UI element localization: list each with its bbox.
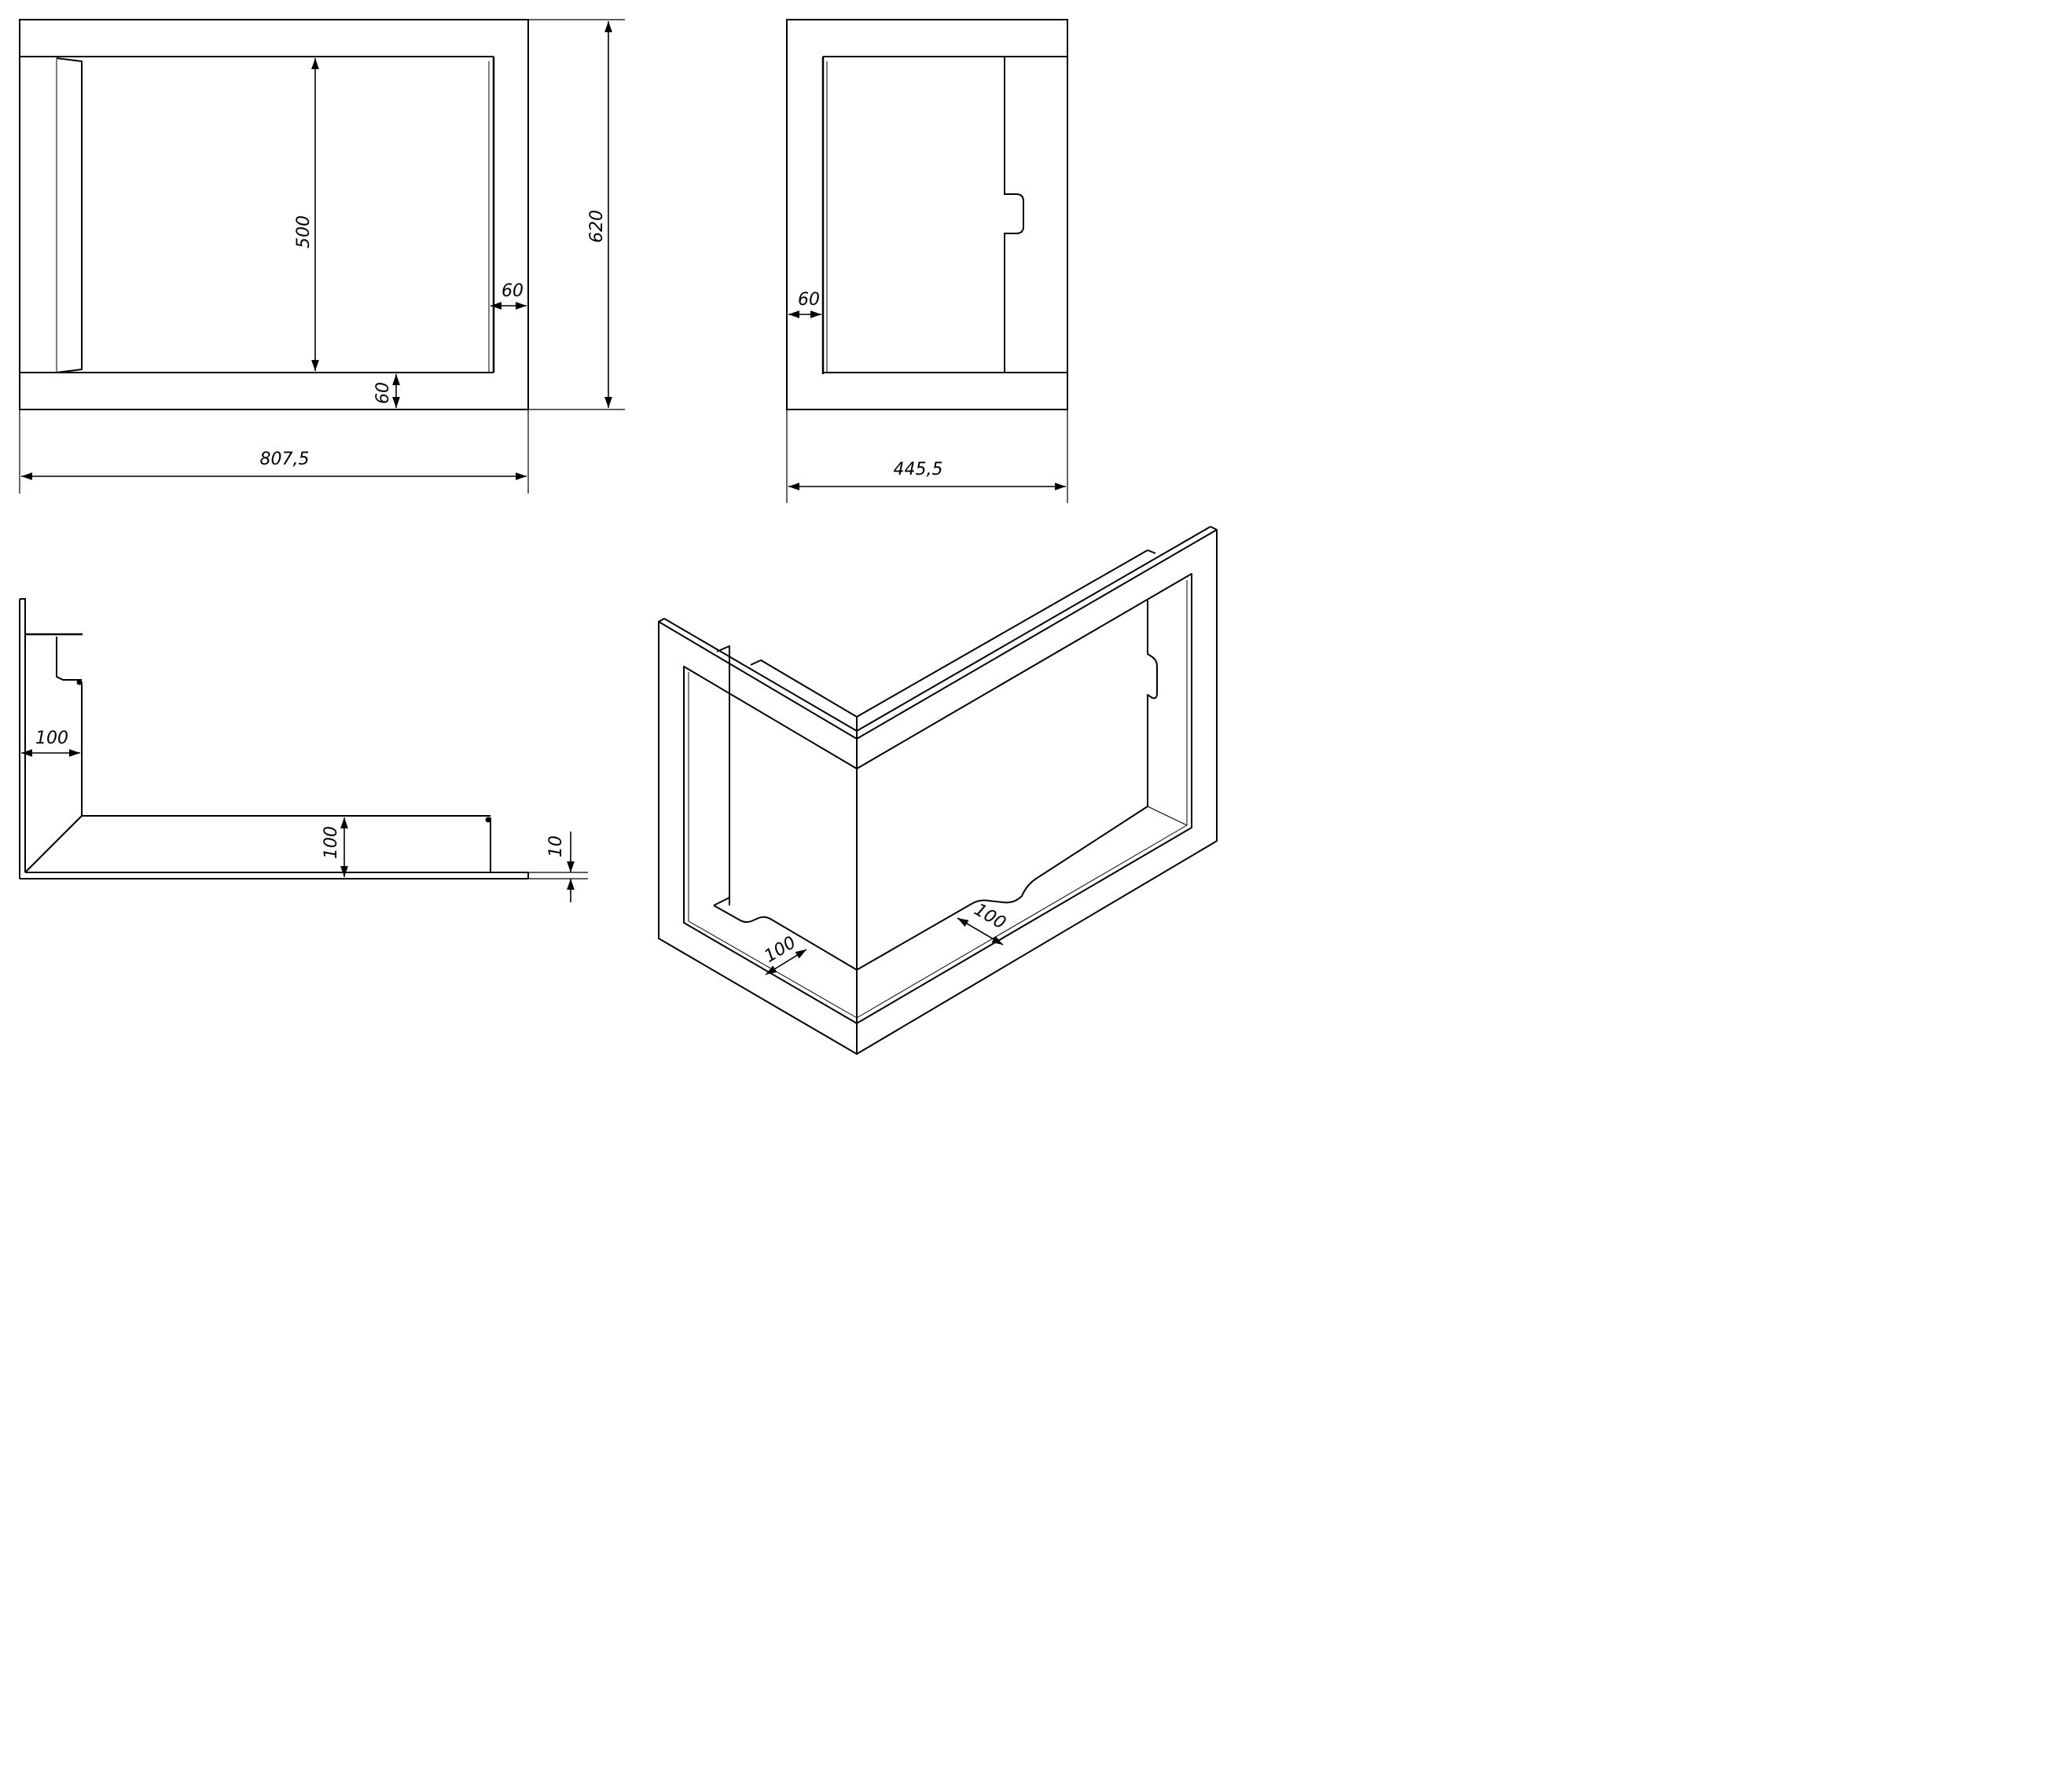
iso-right-top-flange-end	[1147, 549, 1156, 554]
iso-right-return-bottom	[1147, 806, 1188, 826]
iso-left-frame-top-back	[658, 618, 665, 622]
dim-front-total-height: 620	[587, 210, 607, 243]
iso-right-top-flange	[856, 549, 1148, 718]
dim-plan-return: 100	[321, 826, 341, 859]
iso-floor-right	[856, 806, 1148, 971]
dim-front-right-frame: 60	[501, 281, 524, 301]
plan-left-plate	[20, 598, 26, 872]
plan-bracket-notch	[56, 637, 82, 681]
side-view	[786, 19, 1068, 503]
front-view	[19, 19, 625, 494]
dim-iso-depth-left: 100	[761, 933, 799, 967]
plan-dimensions	[21, 749, 575, 902]
front-outer-frame	[19, 19, 529, 410]
iso-right-frame-top-back2	[1210, 526, 1218, 531]
technical-drawing: 500 620 60 60 807,5 60 445,5	[19, 19, 1218, 1055]
plan-return-wall-hinge	[76, 679, 83, 685]
dim-side-left-frame: 60	[798, 290, 820, 310]
iso-left-frame-opening	[683, 666, 858, 1024]
iso-dimensions	[765, 917, 1004, 975]
side-return-flange-with-notch	[1004, 57, 1024, 373]
side-dimensions	[788, 310, 1066, 490]
side-outer-frame	[786, 19, 1068, 410]
iso-left-top-flange	[750, 659, 858, 718]
plan-view	[19, 598, 588, 879]
iso-floor-left	[713, 905, 858, 971]
iso-right-opening-inner-bottom	[856, 824, 1188, 1019]
dim-iso-depth-left-line	[765, 949, 807, 975]
dim-plan-depth: 100	[35, 729, 68, 748]
iso-left-frame-top-back2	[663, 618, 858, 732]
front-left-return-flange	[56, 57, 83, 373]
plan-inner-wall-hinge	[485, 817, 491, 823]
iso-floor-left-end	[713, 897, 730, 906]
isometric-view	[658, 526, 1218, 1055]
iso-right-frame-top-back	[856, 526, 1211, 732]
iso-left-opening-inner-bottom	[688, 920, 858, 1019]
dim-iso-depth-right-line	[957, 917, 1004, 946]
plan-corner-miter	[24, 815, 83, 873]
iso-right-frame-outer	[856, 529, 1218, 1055]
iso-right-return-notch	[1147, 600, 1158, 806]
dim-front-width: 807,5	[260, 450, 310, 469]
dim-plan-thickness: 10	[546, 835, 566, 857]
front-dimensions	[21, 21, 612, 480]
iso-right-frame-opening	[856, 573, 1192, 1024]
dim-front-bottom-frame: 60	[373, 382, 393, 404]
dim-front-opening-height: 500	[294, 215, 314, 248]
dim-side-width: 445,5	[894, 460, 943, 479]
